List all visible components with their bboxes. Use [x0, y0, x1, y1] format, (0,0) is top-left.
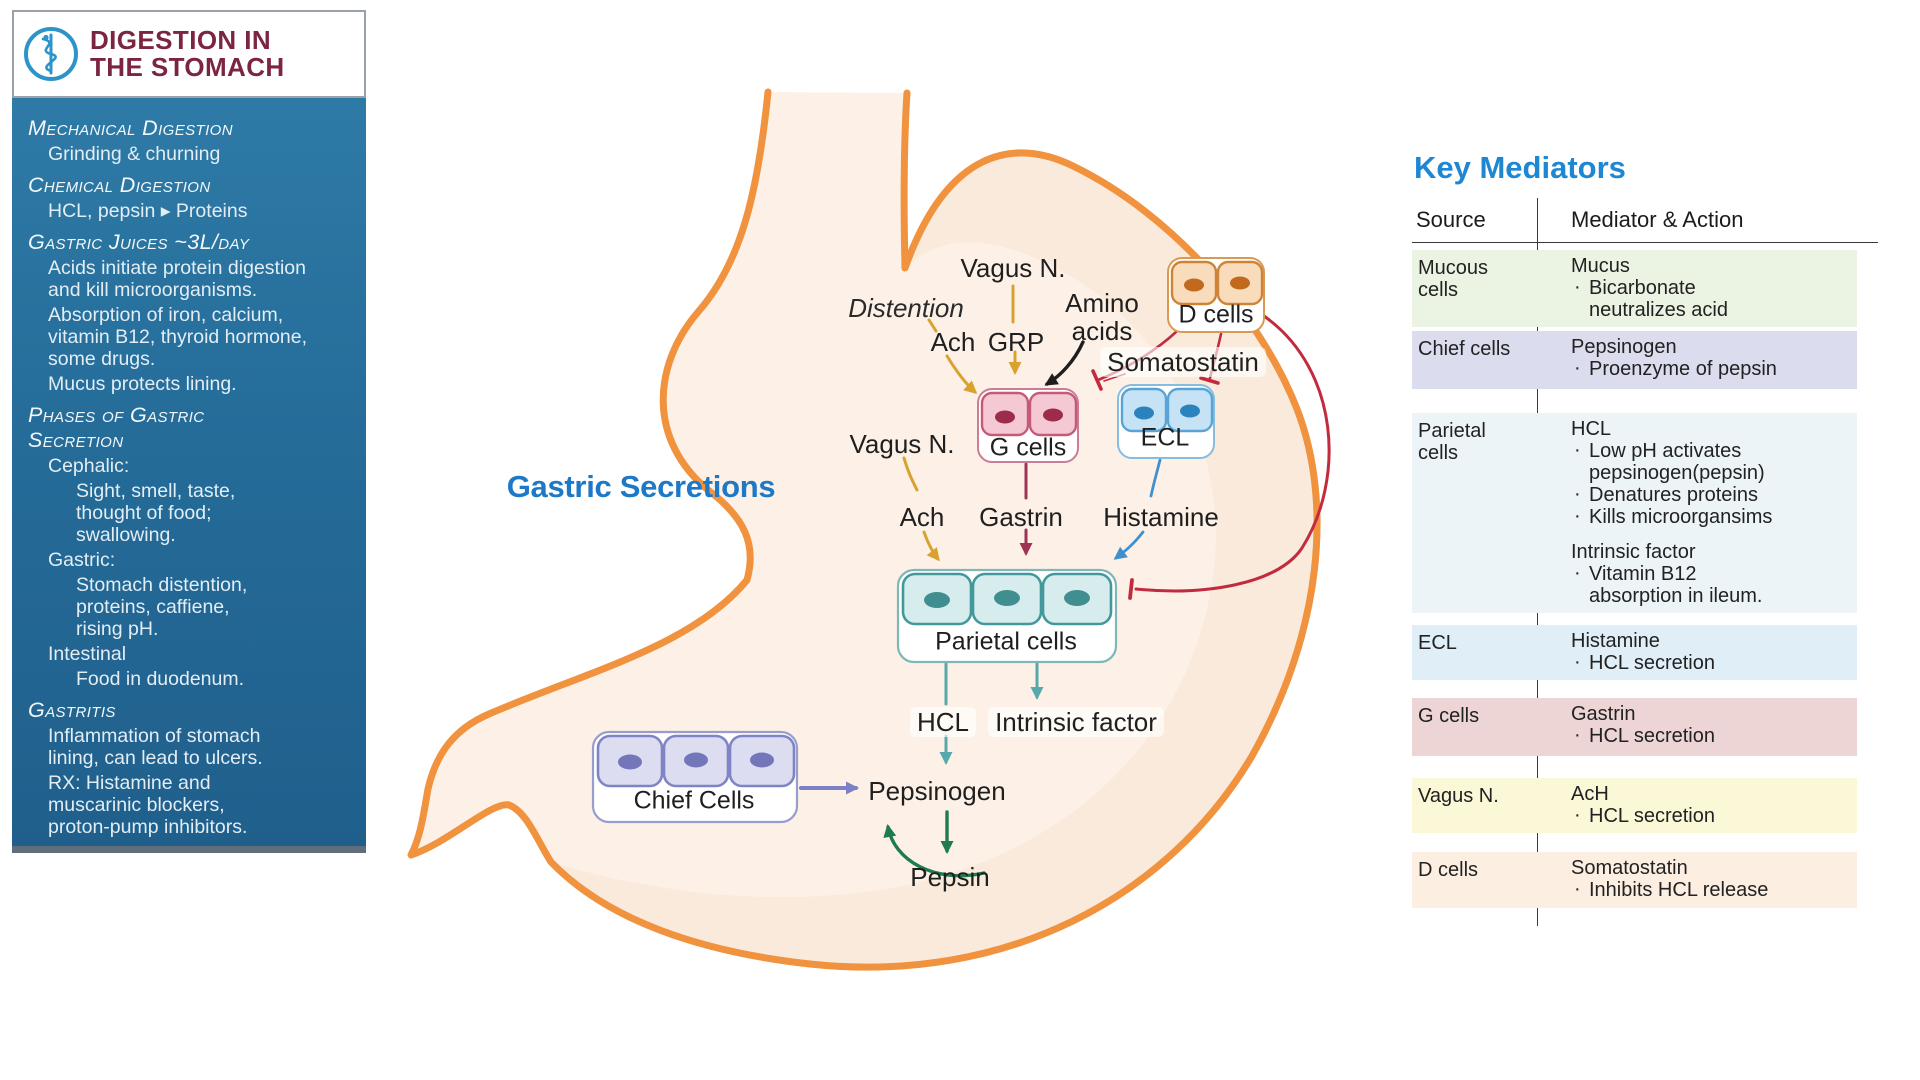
table-header-row: Source Mediator & Action	[1412, 207, 1878, 233]
section-heading-chemical: Chemical Digestion	[28, 173, 211, 198]
cell-mediator: Pepsinogen Proenzyme of pepsin	[1549, 336, 1857, 383]
cell-source: Vagus N.	[1418, 785, 1499, 807]
mediator-action: Kills microorgansims	[1571, 505, 1857, 528]
table-row-vagus: Vagus N. AcH HCL secretion	[1412, 778, 1857, 833]
parietal-cells-group	[896, 568, 1118, 664]
label-pepsin: Pepsin	[910, 861, 990, 892]
label-gastrin: Gastrin	[979, 501, 1063, 532]
mediator-action: Bicarbonate neutralizes acid	[1571, 276, 1857, 321]
cell-mediator: HCL Low pH activates pepsinogen(pepsin) …	[1549, 418, 1857, 607]
sidebar-notes-panel: Mechanical Digestion Grinding & churning…	[12, 98, 366, 853]
mediator-name: AcH	[1571, 783, 1609, 805]
table-row-mucous: Mucous cells Mucus Bicarbonate neutraliz…	[1412, 250, 1857, 327]
column-header-mediator: Mediator & Action	[1571, 207, 1744, 232]
label-intrinsic-factor: Intrinsic factor	[988, 706, 1164, 738]
cell-source: Parietal cells	[1418, 420, 1486, 464]
cell-mediator: Mucus Bicarbonate neutralizes acid	[1549, 255, 1857, 321]
note-text: RX: Histamine and muscarinic blockers, p…	[48, 772, 248, 839]
section-heading-gastritis: Gastritis	[28, 697, 116, 722]
mediator-name: Somatostatin	[1571, 857, 1688, 879]
table-row-ecl: ECL Histamine HCL secretion	[1412, 625, 1857, 680]
sidebar: DIGESTION IN THE STOMACH Mechanical Dige…	[12, 10, 366, 853]
label-ach-bottom: Ach	[899, 501, 945, 532]
label-hcl: HCL	[909, 706, 977, 738]
label-distention: Distention	[848, 292, 964, 323]
label-vagus-nerve-left: Vagus N.	[849, 428, 955, 459]
page-title-line2: THE STOMACH	[90, 52, 285, 82]
mediator-name: Histamine	[1571, 630, 1660, 652]
mediator-name: Pepsinogen	[1571, 336, 1677, 358]
mediator-name: Mucus	[1571, 255, 1630, 277]
mediator-action: Proenzyme of pepsin	[1571, 357, 1857, 380]
label-pepsinogen: Pepsinogen	[868, 775, 1006, 806]
label-ach-top: Ach	[930, 326, 976, 357]
table-row-d-cells: D cells Somatostatin Inhibits HCL releas…	[1412, 852, 1857, 908]
cell-source: ECL	[1418, 632, 1457, 654]
note-text: Food in duodenum.	[76, 667, 245, 690]
label-parietal-cells: Parietal cells	[935, 627, 1077, 656]
mediator-action: Denatures proteins	[1571, 483, 1857, 506]
note-text: Absorption of iron, calcium, vitamin B12…	[48, 304, 308, 371]
cell-mediator: Gastrin HCL secretion	[1549, 703, 1857, 750]
cell-source: Mucous cells	[1418, 257, 1489, 301]
g-cells-group	[977, 388, 1079, 463]
mediator-name: Gastrin	[1571, 703, 1636, 725]
header-underline	[1412, 242, 1878, 243]
mediator-action: HCL secretion	[1571, 651, 1857, 674]
label-ecl: ECL	[1140, 423, 1190, 452]
table-row-parietal: Parietal cells HCL Low pH activates peps…	[1412, 413, 1857, 613]
label-g-cells: G cells	[989, 433, 1067, 462]
note-text: Acids initiate protein digestion and kil…	[48, 257, 306, 302]
cell-source: G cells	[1418, 705, 1480, 727]
diagram-title: Gastric Secretions	[506, 469, 776, 504]
table-row-g-cells: G cells Gastrin HCL secretion	[1412, 698, 1857, 756]
note-text: Stomach distention, proteins, caffiene, …	[76, 573, 248, 640]
table-title: Key Mediators	[1414, 150, 1626, 185]
section-heading-gastric-juices: Gastric Juices ~3L/day	[28, 230, 250, 255]
cell-mediator: Histamine HCL secretion	[1549, 630, 1857, 674]
label-vagus-nerve-top: Vagus N.	[960, 252, 1066, 283]
note-text: Inflammation of stomach lining, can lead…	[48, 725, 263, 770]
mediator-name: Intrinsic factor	[1571, 541, 1696, 563]
section-heading-mechanical: Mechanical Digestion	[28, 116, 233, 140]
mediator-name: HCL	[1571, 418, 1612, 440]
page-title: DIGESTION IN THE STOMACH	[90, 24, 285, 82]
label-d-cells: D cells	[1178, 300, 1254, 329]
table-row-chief: Chief cells Pepsinogen Proenzyme of peps…	[1412, 331, 1857, 389]
mediator-action: Low pH activates pepsinogen(pepsin)	[1571, 439, 1857, 484]
header-card: DIGESTION IN THE STOMACH	[12, 10, 366, 98]
note-text: Intestinal	[48, 642, 127, 665]
mediator-action: HCL secretion	[1571, 724, 1857, 747]
cell-source: D cells	[1418, 859, 1479, 881]
d-cells-group	[1167, 257, 1265, 333]
page-title-line1: DIGESTION IN	[90, 24, 272, 55]
mediator-action: Vitamin B12 absorption in ileum.	[1571, 562, 1857, 607]
cell-mediator: AcH HCL secretion	[1549, 783, 1857, 827]
note-text: Cephalic:	[48, 454, 130, 477]
label-histamine: Histamine	[1103, 501, 1219, 532]
mediator-action: HCL secretion	[1571, 804, 1857, 827]
cell-mediator: Somatostatin Inhibits HCL release	[1549, 857, 1857, 902]
note-text: Sight, smell, taste, thought of food; sw…	[76, 479, 236, 546]
key-mediators-table: Key Mediators Source Mediator & Action M…	[1412, 150, 1878, 950]
column-header-source: Source	[1416, 207, 1486, 232]
note-text: HCL, pepsin ▸ Proteins	[48, 200, 248, 223]
chief-cells-group	[591, 730, 799, 824]
note-text: Mucus protects lining.	[48, 373, 237, 396]
ecl-cells-group	[1117, 384, 1215, 459]
label-amino-acids: Amino acids	[1065, 287, 1139, 346]
label-chief-cells: Chief Cells	[633, 786, 755, 815]
label-somatostatin: Somatostatin	[1100, 346, 1266, 378]
note-text: Grinding & churning	[48, 143, 221, 166]
note-text: Gastric:	[48, 548, 116, 571]
cell-source: Chief cells	[1418, 338, 1511, 360]
asclepius-logo-icon	[24, 27, 78, 81]
mediator-action: Inhibits HCL release	[1571, 878, 1857, 901]
label-grp: GRP	[987, 326, 1045, 357]
section-heading-phases: Phases of Gastric Secretion	[28, 403, 205, 452]
